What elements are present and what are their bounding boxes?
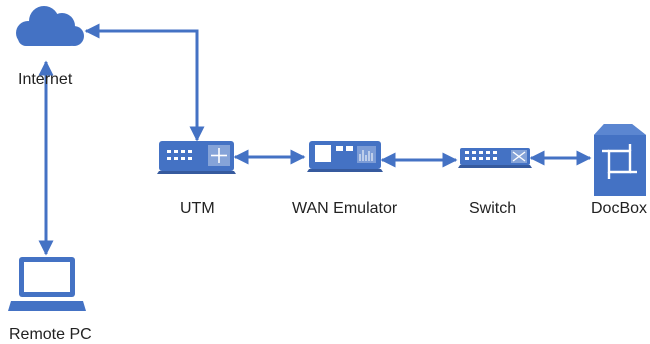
firewall-router-icon xyxy=(157,141,236,174)
switch-label: Switch xyxy=(469,200,517,217)
cloud-icon xyxy=(16,6,84,46)
link-internet-utm xyxy=(84,23,205,142)
links xyxy=(38,23,592,256)
docbox-server-icon xyxy=(594,124,646,196)
remote-pc-label: Remote PC xyxy=(9,326,92,343)
network-switch-icon xyxy=(458,148,532,168)
wan-emulator-label: WAN Emulator xyxy=(292,200,398,217)
internet-label: Internet xyxy=(18,71,73,88)
utm-label: UTM xyxy=(180,200,215,217)
wan-emulator-icon xyxy=(307,141,383,172)
docbox-label: DocBox xyxy=(591,200,648,217)
laptop-icon xyxy=(8,257,86,311)
